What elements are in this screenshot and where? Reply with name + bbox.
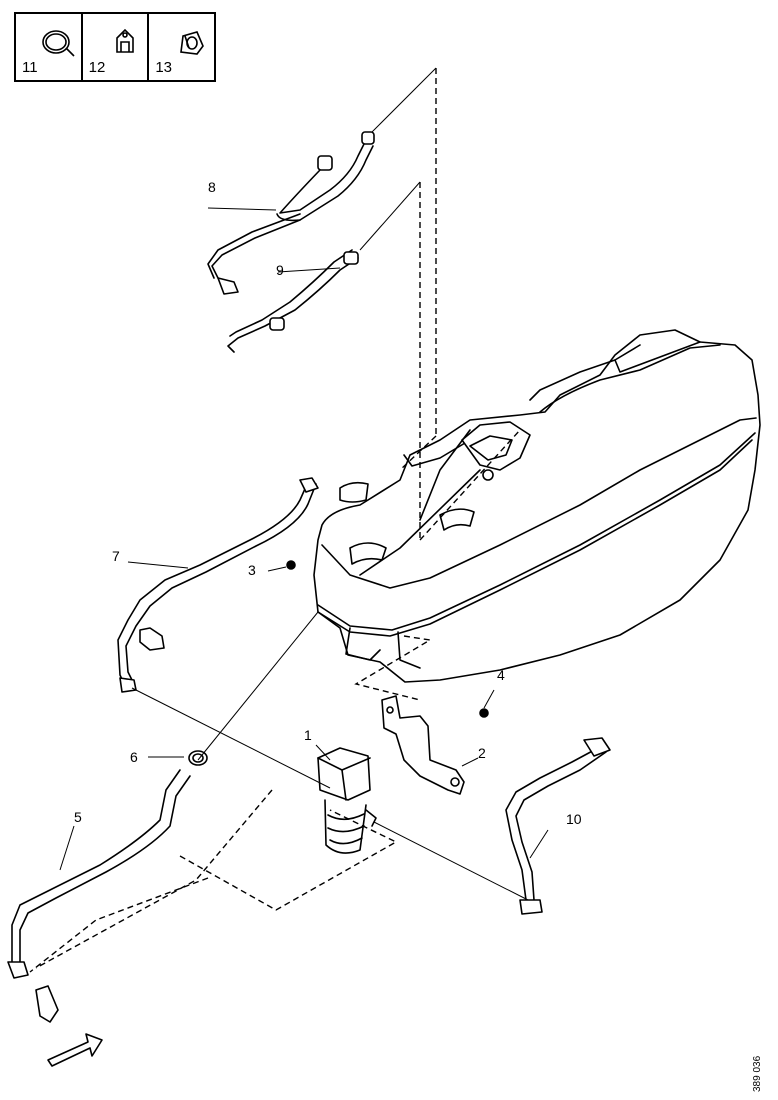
legend-number: 11 xyxy=(22,59,38,76)
callout-1: 1 xyxy=(304,727,312,743)
callout-2: 2 xyxy=(478,745,486,761)
legend-cell-11: 11 xyxy=(16,14,83,80)
hose-9 xyxy=(227,249,359,353)
part-3-plug xyxy=(286,560,296,570)
inflow-arrow-icon xyxy=(47,1033,103,1067)
legend-cell-12: 12 xyxy=(83,14,150,80)
callout-10: 10 xyxy=(566,811,582,827)
hose-5 xyxy=(7,769,191,1023)
part-6-clamp xyxy=(188,750,208,766)
callout-6: 6 xyxy=(130,749,138,765)
pump-1 xyxy=(317,747,377,854)
callout-7: 7 xyxy=(112,548,120,564)
clip-icon xyxy=(115,28,134,53)
callout-8: 8 xyxy=(208,179,216,195)
part-4-nut xyxy=(479,708,489,718)
tank xyxy=(313,329,761,683)
callout-4: 4 xyxy=(497,667,505,683)
parts-legend: 11 12 13 xyxy=(14,12,216,82)
drawing-reference-code: 389 036 xyxy=(752,1055,763,1092)
dashed-assembly-lines xyxy=(29,68,521,973)
assembly-lines xyxy=(59,67,549,901)
bracket-2 xyxy=(381,695,465,795)
grommet-icon xyxy=(180,31,205,55)
callout-9: 9 xyxy=(276,262,284,278)
hose-10 xyxy=(505,737,611,915)
hose-7 xyxy=(117,477,319,693)
legend-number: 12 xyxy=(88,59,106,76)
legend-number: 13 xyxy=(155,59,173,76)
callout-3: 3 xyxy=(248,562,256,578)
legend-cell-13: 13 xyxy=(149,14,214,80)
hose-8 xyxy=(207,131,375,295)
hose-clamp-icon xyxy=(42,30,75,57)
callout-5: 5 xyxy=(74,809,82,825)
